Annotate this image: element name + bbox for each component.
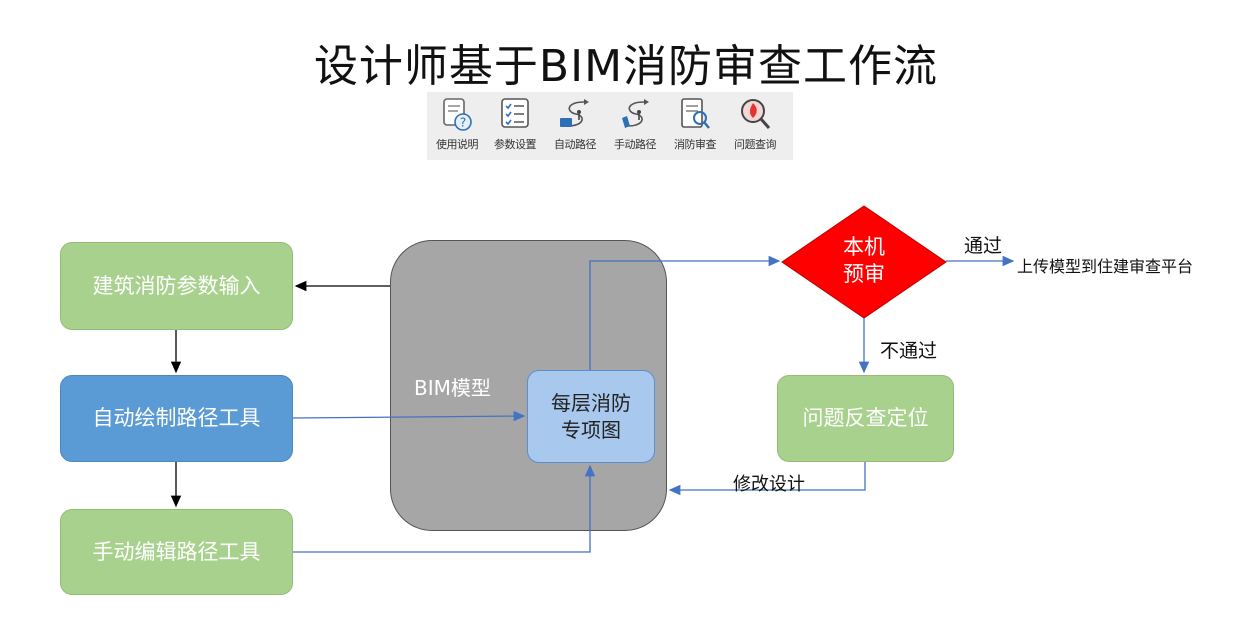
params-input-box: 建筑消防参数输入 [60, 242, 293, 330]
tool-label: 消防审查 [674, 138, 717, 151]
page-title: 设计师基于BIM消防审查工作流 [313, 41, 939, 92]
tool-label: 手动路径 [614, 138, 657, 151]
checklist-icon [501, 98, 529, 128]
floor-plan-box: 每层消防专项图 [527, 370, 655, 463]
manual-path-icon [622, 99, 649, 128]
tool-help[interactable]: ? 使用说明 [427, 92, 487, 160]
fail-label: 不通过 [880, 340, 938, 362]
manual-edit-box: 手动编辑路径工具 [60, 509, 293, 595]
floor-plan-label: 每层消防专项图 [551, 390, 631, 442]
tool-label: 使用说明 [436, 138, 479, 151]
auto-draw-box: 自动绘制路径工具 [60, 375, 293, 462]
auto-draw-label: 自动绘制路径工具 [92, 406, 261, 431]
bim-model-label: BIM模型 [414, 376, 491, 400]
fire-review-icon [681, 98, 710, 129]
arrow-manual-to-floor [293, 464, 596, 553]
upload-label: 上传模型到住建审查平台 [1017, 257, 1194, 276]
svg-text:?: ? [460, 116, 466, 130]
tool-fire-review[interactable]: 消防审查 [665, 92, 725, 160]
precheck-label: 本机预审 [843, 235, 885, 287]
tool-label: 问题查询 [734, 138, 777, 151]
arrow-modify-to-bim [668, 462, 866, 496]
tool-params[interactable]: 参数设置 [485, 92, 545, 160]
issue-locate-label: 问题反查定位 [802, 406, 929, 431]
issue-search-icon [741, 99, 771, 129]
toolbar: ? 使用说明 参数设置 自动路径 [427, 92, 793, 160]
auto-path-icon [560, 99, 589, 127]
pass-label: 通过 [964, 235, 1003, 257]
manual-edit-label: 手动编辑路径工具 [92, 539, 261, 564]
modify-label: 修改设计 [733, 474, 805, 495]
tool-manual-path[interactable]: 手动路径 [605, 92, 665, 160]
tool-auto-path[interactable]: 自动路径 [545, 92, 605, 160]
issue-locate-box: 问题反查定位 [777, 375, 954, 462]
arrow-floor-to-precheck [589, 255, 781, 370]
arrow-auto-to-floor [292, 410, 526, 422]
tool-issue-search[interactable]: 问题查询 [725, 92, 785, 160]
tool-label: 自动路径 [554, 138, 597, 151]
help-doc-icon: ? [443, 98, 472, 131]
params-input-label: 建筑消防参数输入 [92, 273, 261, 298]
tool-label: 参数设置 [494, 138, 537, 151]
